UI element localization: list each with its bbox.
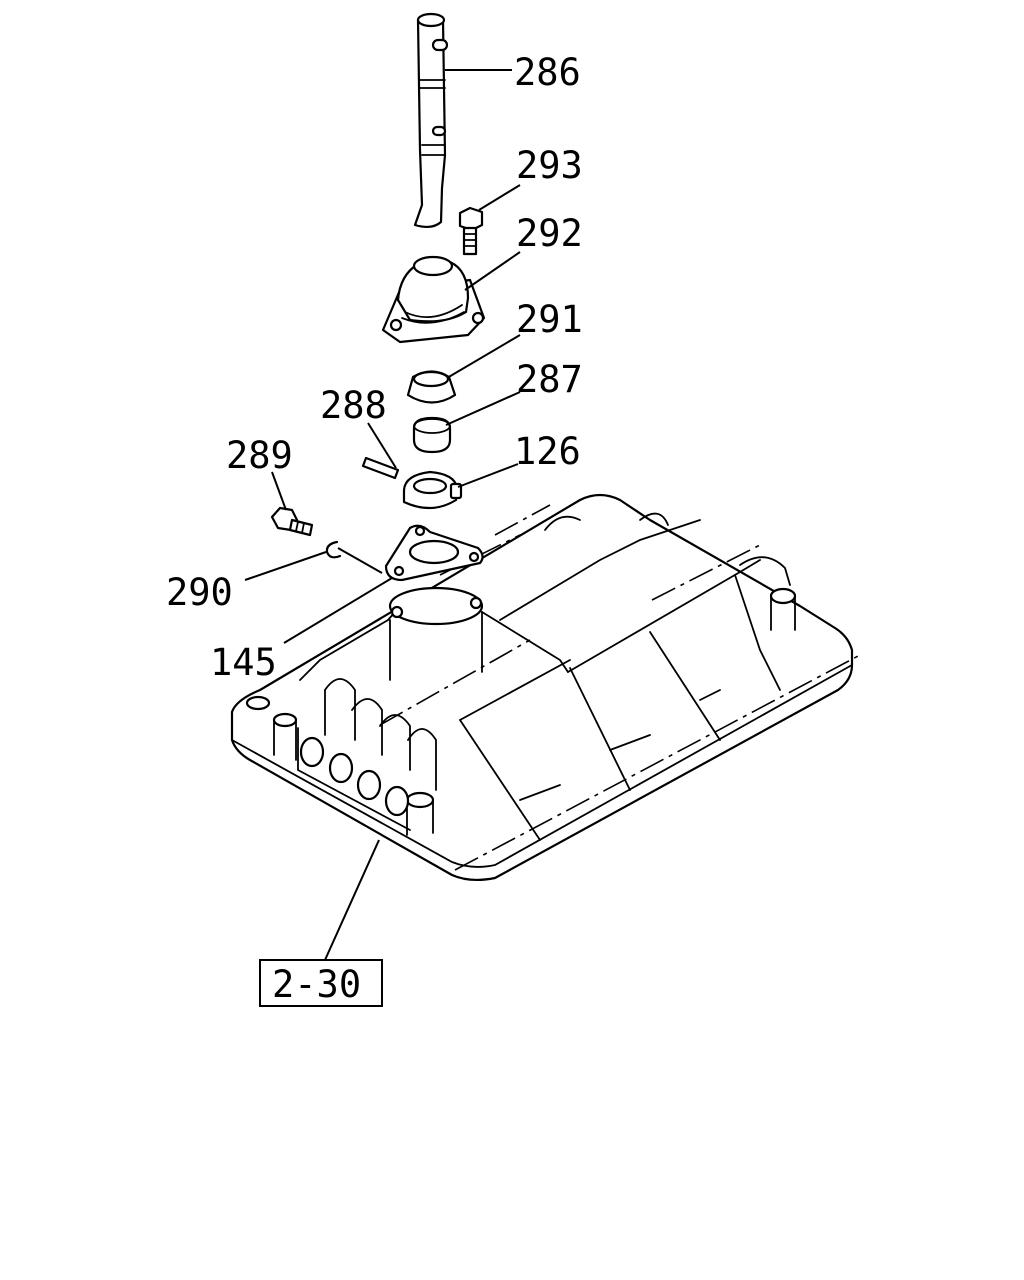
snap-ring-290 — [325, 540, 342, 559]
cover-292 — [381, 255, 486, 344]
reference-label: 2-30 — [272, 963, 361, 1006]
reference-box: 2-30 — [259, 959, 383, 1007]
label-291: 291 — [516, 298, 583, 341]
label-293: 293 — [516, 144, 583, 187]
gasket-145 — [384, 524, 484, 582]
label-290: 290 — [166, 571, 233, 614]
bolt-293 — [458, 206, 484, 256]
label-292: 292 — [516, 212, 583, 255]
leader-lines — [244, 69, 521, 961]
bolt-289 — [270, 506, 314, 537]
label-289: 289 — [226, 434, 293, 477]
collar-126 — [402, 470, 463, 510]
shift-lever-286 — [413, 12, 449, 229]
label-288: 288 — [320, 384, 387, 427]
pin-288 — [361, 456, 400, 480]
label-145: 145 — [210, 641, 277, 684]
label-126: 126 — [514, 430, 581, 473]
callout-labels: 286 293 292 291 288 287 289 126 290 145 — [166, 51, 583, 684]
label-287: 287 — [516, 358, 583, 401]
transmission-case — [230, 493, 854, 882]
bushing-291 — [406, 370, 457, 404]
spring-287 — [412, 416, 452, 454]
label-286: 286 — [514, 51, 581, 94]
